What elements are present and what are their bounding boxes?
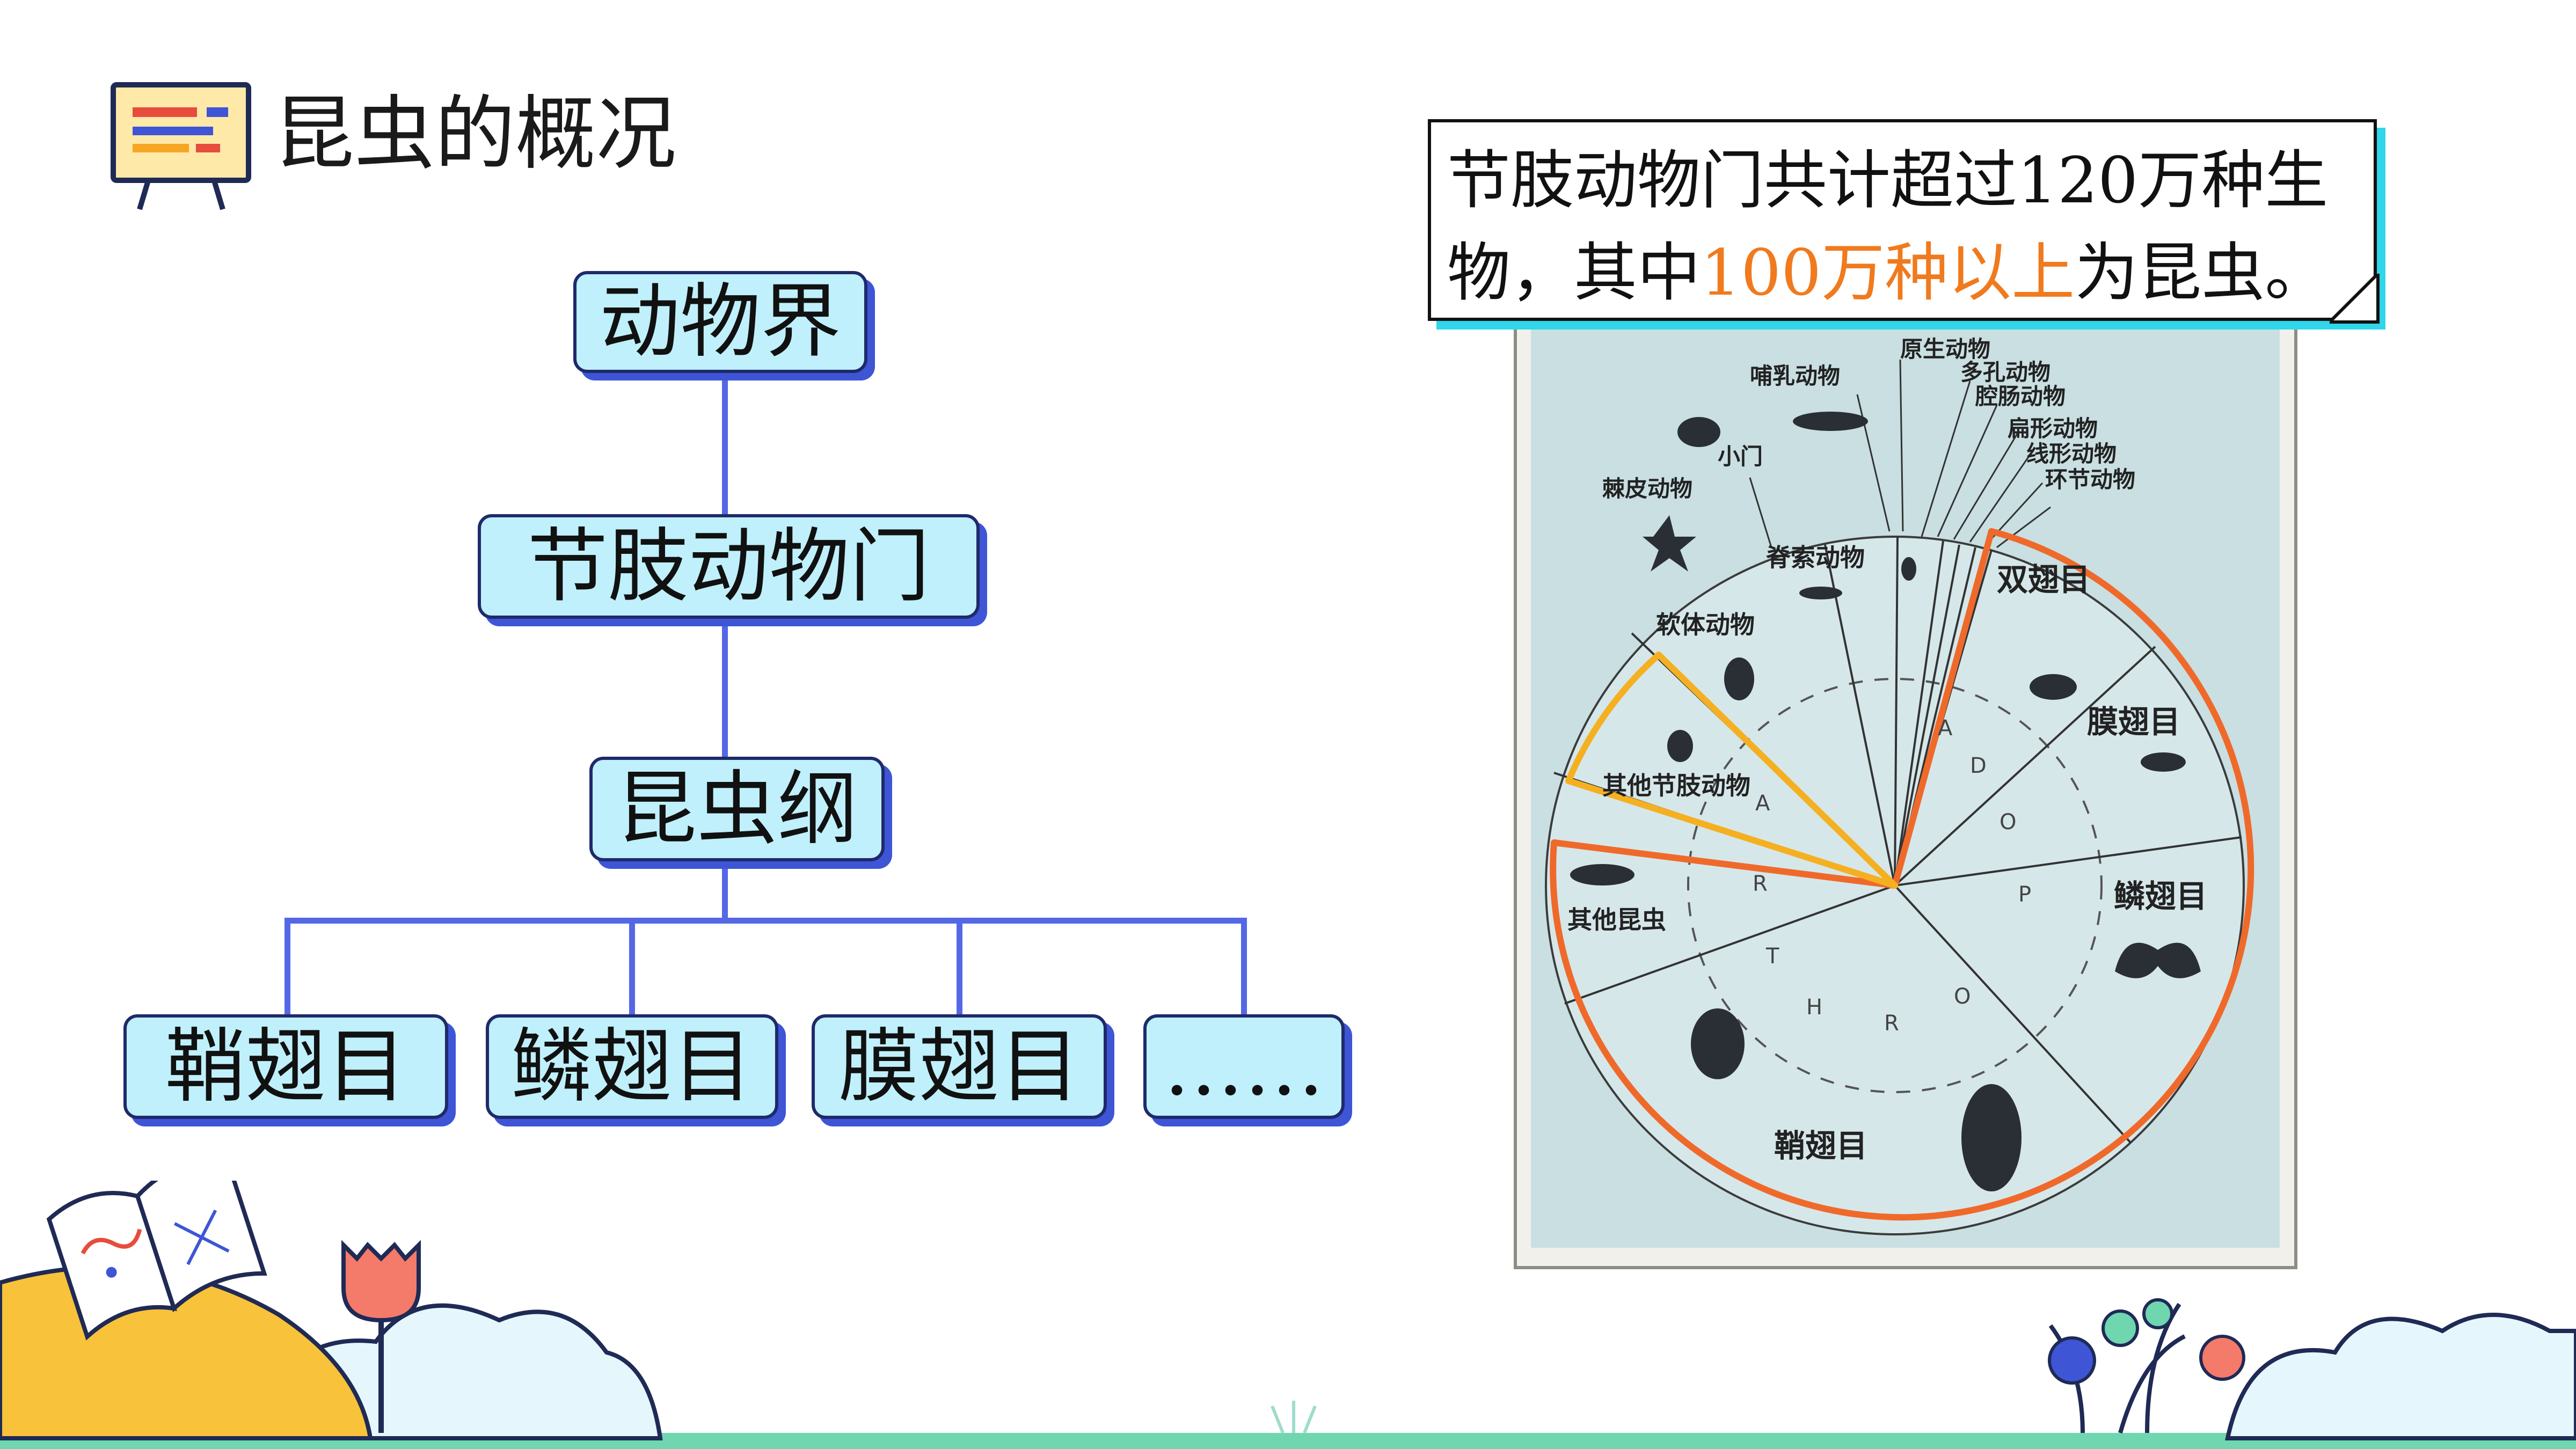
ring-letter-8: O [1999,810,2016,835]
ant-sketch-icon [2141,752,2186,772]
node-order-more: …… [1143,1014,1345,1119]
node-order-coleoptera: 鞘翅目 [123,1014,448,1119]
ring-letter-9: D [1970,753,1987,778]
pie-label-hymenoptera: 膜翅目 [2087,704,2180,740]
fish-sketch-icon [1799,587,1842,599]
connector-root-phylum [722,378,728,515]
open-book-icon [46,1181,267,1341]
connector-order-1 [284,918,290,1014]
other-arthropod-sector-outline [1565,652,1898,889]
pie-label-annelida: 环节动物 [2045,466,2135,493]
page-title: 昆虫的概况 [274,87,677,181]
pie-label-other-arthropods: 其他节肢动物 [1602,771,1750,800]
ring-letter-3: T [1765,944,1779,969]
insect-sector-outline [1550,528,2254,1221]
node-kingdom: 动物界 [573,271,867,373]
species-pie-photo: 原生动物 多孔动物 腔肠动物 扁形动物 线形动物 环节动物 哺乳动物 小门 棘皮… [1531,322,2280,1248]
grasshopper-sketch-icon [1570,864,1634,885]
pie-label-coelenterata: 腔肠动物 [1975,383,2066,409]
pie-label-protozoa: 原生动物 [1900,336,1990,362]
pie-label-diptera: 双翅目 [1997,561,2090,598]
shell-top-sketch-icon [1677,417,1720,447]
ring-letter-5: R [1884,1011,1899,1036]
ring-letter-7: P [2018,882,2031,907]
pie-label-mammalia: 哺乳动物 [1750,363,1840,389]
species-count-note: 节肢动物门共计超过120万种生 物，其中100万种以上为昆虫。 [1428,119,2377,321]
pie-label-echinodermata: 棘皮动物 [1602,475,1692,502]
ring-letter-4: H [1806,995,1822,1020]
long-beetle-sketch-icon [1961,1084,2022,1191]
protozoa-sketch-icon [1901,557,1916,581]
node-class: 昆虫纲 [589,757,885,861]
ring-letter-2: R [1753,872,1768,896]
starfish-sketch-icon [1643,515,1696,572]
berry-tree-icon [2048,1298,2245,1434]
bottom-decoration [0,1181,2576,1449]
pie-label-nematoda: 线形动物 [2026,441,2117,467]
tulip-icon [341,1240,421,1433]
pie-label-chordata: 脊索动物 [1766,543,1865,572]
connector-class-bus [722,861,728,923]
pie-label-lepidoptera: 鳞翅目 [2114,878,2207,914]
note-line-2-suffix: 为昆虫。 [2075,236,2329,310]
node-phylum: 节肢动物门 [478,514,980,619]
pie-label-minor-phyla: 小门 [1718,443,1763,470]
pie-label-coleoptera: 鞘翅目 [1774,1128,1867,1164]
mammal-sketch-icon [1793,412,1868,431]
cloud-right-icon [2225,1313,2576,1440]
pie-label-mollusca: 软体动物 [1656,610,1755,639]
connector-bus [284,918,1247,924]
connector-order-3 [957,918,962,1014]
connector-order-4 [1241,918,1247,1014]
connector-order-2 [629,918,635,1014]
ring-letter-1: A [1755,791,1770,816]
note-line-2: 物，其中100万种以上为昆虫。 [1447,226,2358,319]
node-order-lepidoptera: 鳞翅目 [486,1014,778,1119]
ring-letter-6: O [1954,984,1971,1009]
fly-sketch-icon [2030,674,2077,700]
butterfly-sketch-icon [2115,942,2201,978]
pie-label-other-insects: 其他昆虫 [1567,905,1666,934]
insect-sketches [1570,412,2201,1191]
pie-label-porifera: 多孔动物 [1960,359,2050,385]
page-curl-icon [2330,274,2380,324]
note-highlight: 100万种以上 [1701,236,2075,310]
note-line-1: 节肢动物门共计超过120万种生 [1447,143,2329,217]
pie-label-platyhelminthes: 扁形动物 [2008,415,2098,442]
shell-sketch-icon [1724,657,1754,700]
beetle-sketch-icon [1691,1008,1745,1079]
ring-letter-10: A [1938,716,1953,741]
spider-sketch-icon [1667,730,1693,762]
presentation-board-icon [111,82,251,210]
connector-phylum-class [722,620,728,759]
grass-icon [1271,1401,1317,1434]
note-line-2-prefix: 物，其中 [1447,236,1701,310]
node-order-hymenoptera: 膜翅目 [812,1014,1107,1119]
